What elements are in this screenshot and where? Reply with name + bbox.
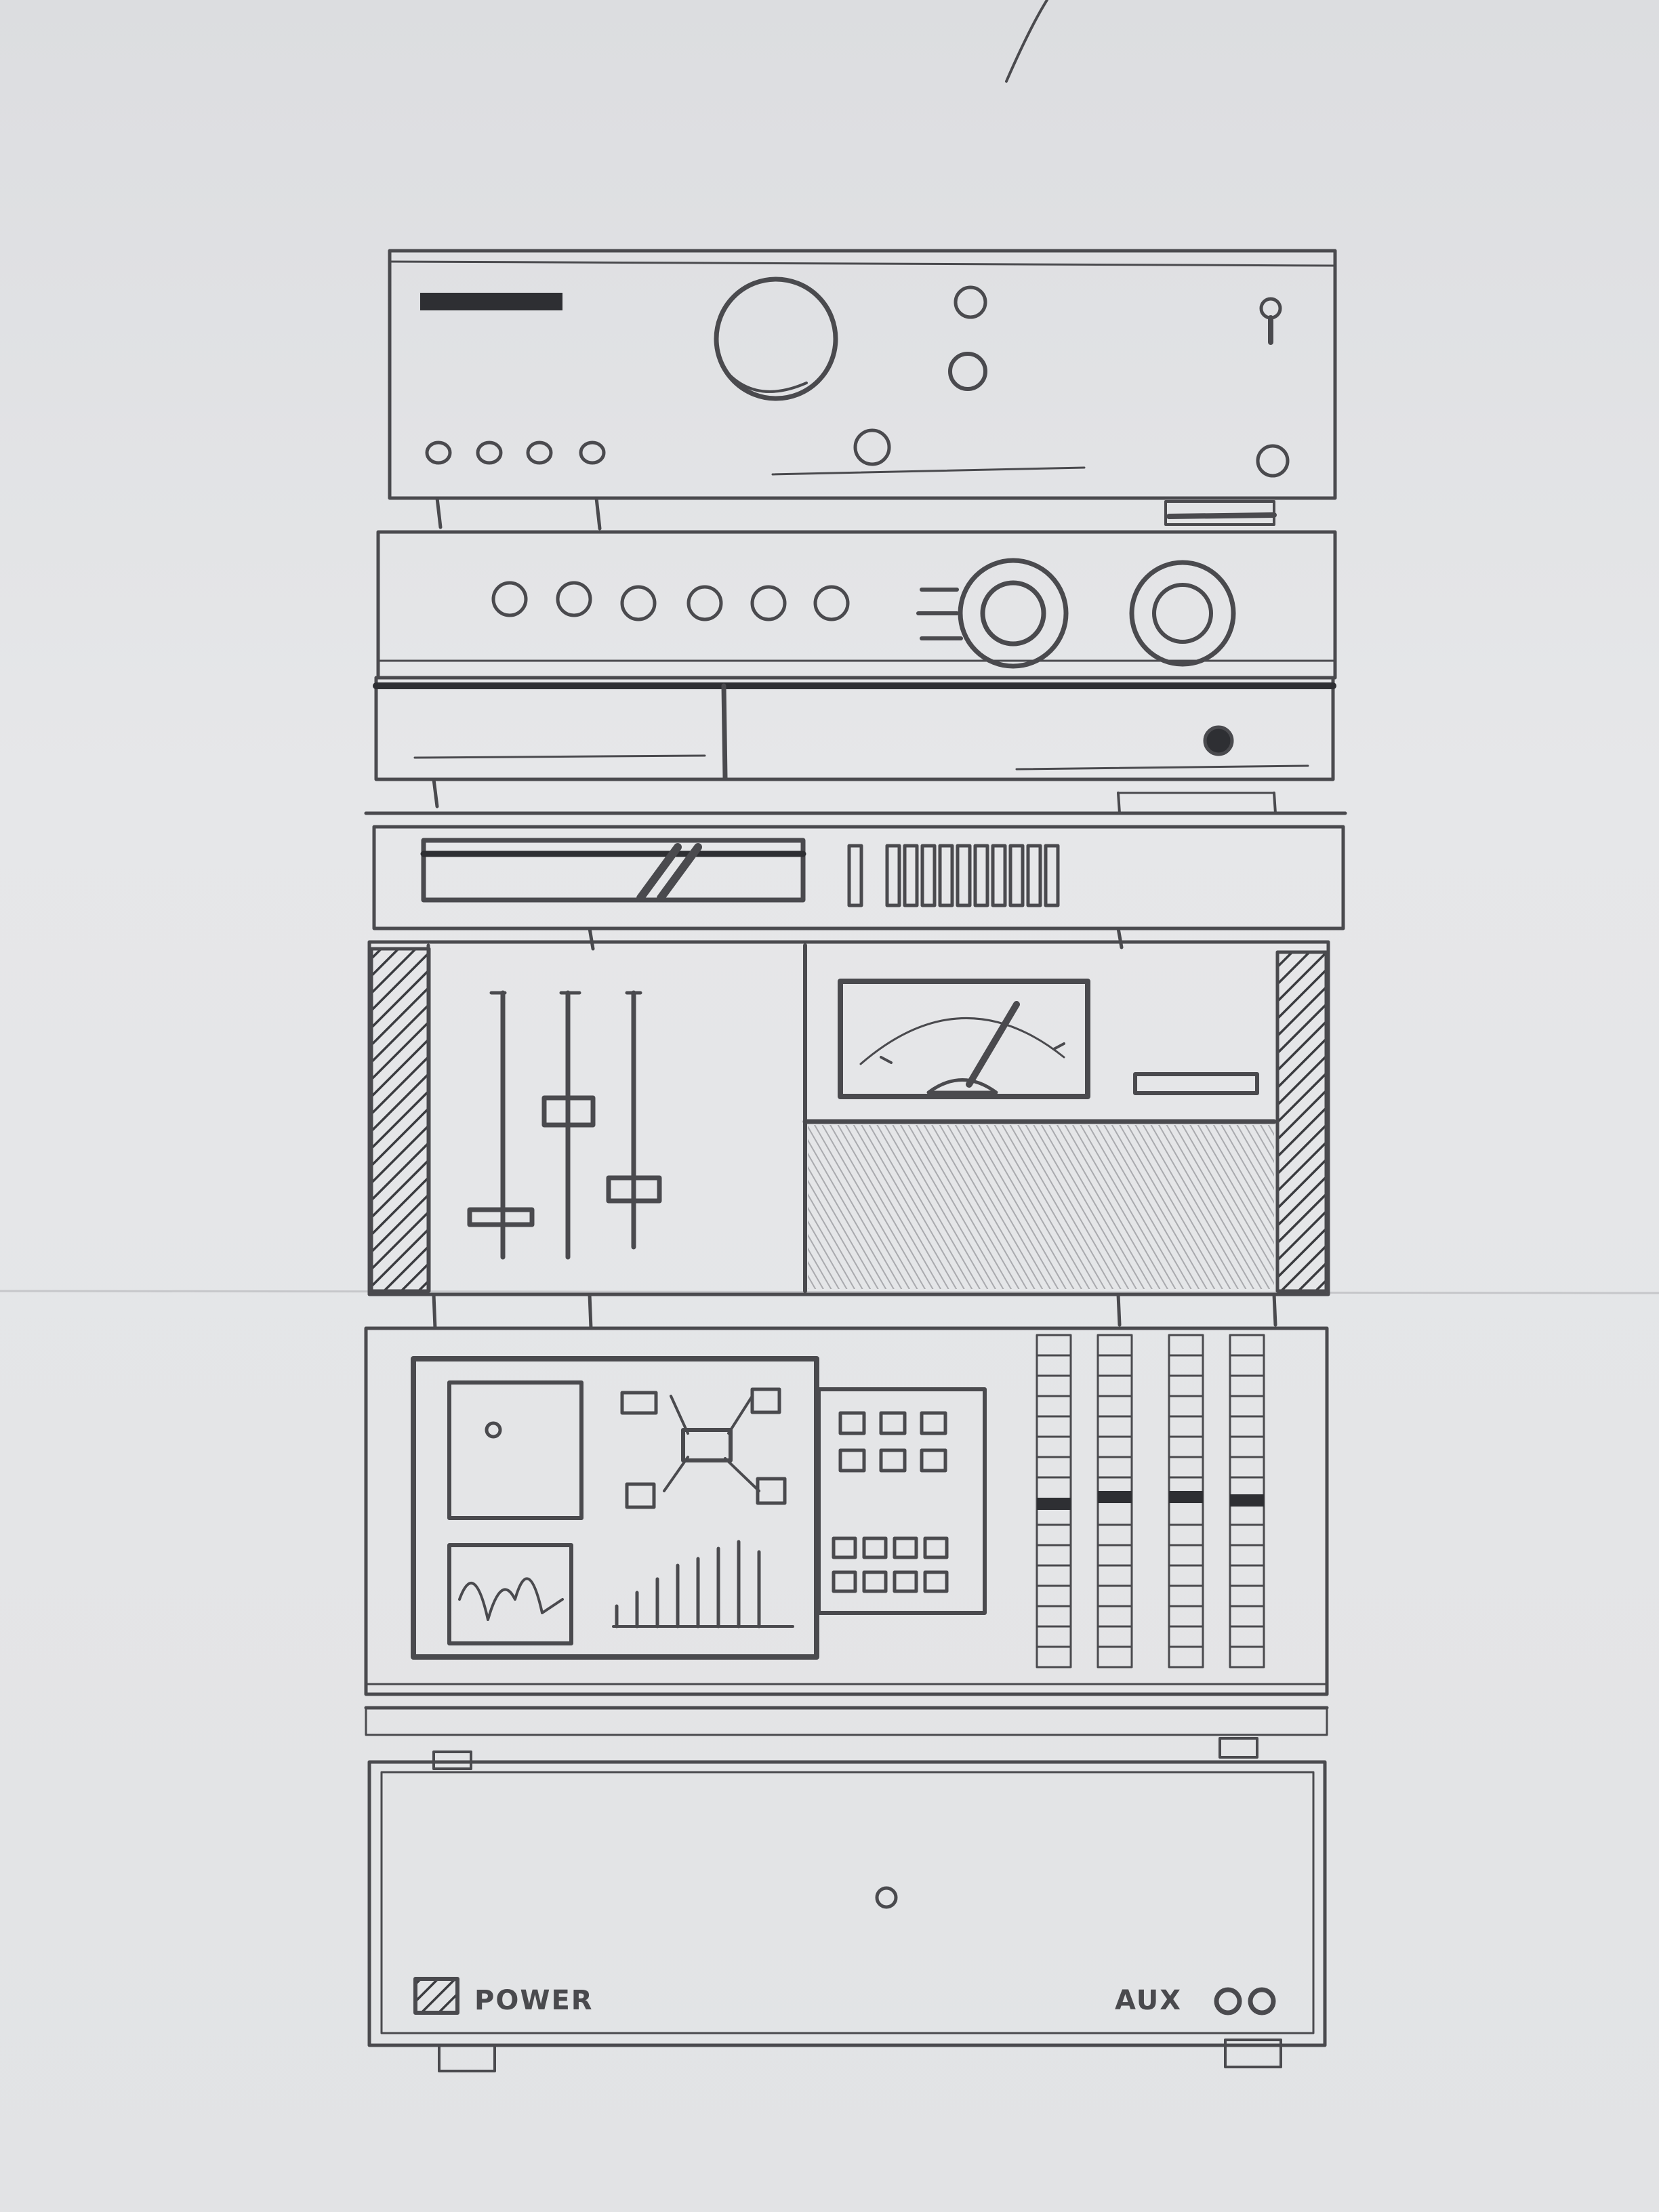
vu-needle <box>966 1001 1020 1088</box>
grid-button[interactable] <box>838 1448 866 1473</box>
fader-3[interactable] <box>606 990 662 1250</box>
cassette-window <box>421 838 806 903</box>
tuner-unit <box>376 530 1337 680</box>
aux-jack-2[interactable] <box>1248 1987 1276 2015</box>
transport-switch[interactable] <box>1026 844 1042 907</box>
fold-line <box>0 1290 1659 1294</box>
fader-1[interactable] <box>467 990 535 1260</box>
grid-button[interactable] <box>923 1570 949 1593</box>
grid-button[interactable] <box>832 1570 857 1593</box>
amplifier-unit <box>388 249 1337 531</box>
transport-switch[interactable] <box>973 844 989 907</box>
grid-button[interactable] <box>920 1411 947 1435</box>
eq-slider-3[interactable] <box>1168 1334 1204 1668</box>
transport-switches <box>847 844 1060 907</box>
preset-button[interactable] <box>620 585 657 621</box>
mixer-unit <box>367 940 1330 1330</box>
eq-slider-4[interactable] <box>1229 1334 1265 1668</box>
aux-label: AUX <box>1115 1985 1182 2016</box>
button-grid-panel <box>817 1387 987 1615</box>
selector-knob-2[interactable] <box>948 352 987 391</box>
grid-button[interactable] <box>838 1411 866 1435</box>
transport-switch[interactable] <box>885 844 901 907</box>
tape-selector-switch[interactable] <box>1133 1072 1259 1095</box>
left-side-panel <box>369 947 431 1293</box>
power-unit <box>367 1760 1327 2072</box>
button-grid <box>832 1411 949 1593</box>
transport-switch[interactable] <box>847 844 863 907</box>
tuning-knob[interactable] <box>916 558 1069 669</box>
grid-button[interactable] <box>862 1570 888 1593</box>
balance-knob[interactable] <box>853 428 891 466</box>
level-knob[interactable] <box>1129 560 1236 667</box>
preset-button[interactable] <box>750 585 787 621</box>
grid-button[interactable] <box>893 1536 918 1559</box>
transport-switch[interactable] <box>903 844 919 907</box>
grid-button[interactable] <box>920 1448 947 1473</box>
aux-jack-1[interactable] <box>1214 1987 1242 2015</box>
preset-button[interactable] <box>813 585 850 621</box>
grid-button[interactable] <box>879 1448 907 1473</box>
eq-sliders <box>1036 1334 1265 1668</box>
grid-button[interactable] <box>862 1536 888 1559</box>
grid-button[interactable] <box>923 1536 949 1559</box>
routing-diagram <box>620 1387 787 1509</box>
amp-button[interactable] <box>579 441 606 465</box>
selector-knob-1[interactable] <box>954 285 987 319</box>
brand-logo <box>420 293 562 310</box>
power-label: POWER <box>474 1985 594 2016</box>
grid-button[interactable] <box>832 1536 857 1559</box>
equalizer-unit <box>364 1326 1329 1770</box>
power-button[interactable] <box>413 1977 459 2015</box>
grid-button[interactable] <box>879 1411 907 1435</box>
stray-mark <box>1005 0 1048 83</box>
eq-slider-2[interactable] <box>1097 1334 1133 1668</box>
indicator-led <box>875 1886 898 1909</box>
preset-button[interactable] <box>491 581 528 617</box>
preset-button[interactable] <box>556 581 592 617</box>
volume-knob[interactable] <box>714 276 838 401</box>
transport-switch[interactable] <box>938 844 954 907</box>
preset-buttons <box>491 581 850 621</box>
amp-small-buttons <box>425 441 606 465</box>
eject-button[interactable] <box>1203 725 1234 756</box>
cassette-deck-unit <box>364 811 1347 951</box>
waveform-display <box>447 1543 573 1645</box>
transport-switch[interactable] <box>920 844 937 907</box>
speaker-grille <box>808 1125 1274 1289</box>
eq-slider-1[interactable] <box>1036 1334 1072 1668</box>
power-knob[interactable] <box>1256 444 1290 478</box>
spectrum-bars <box>612 1540 794 1629</box>
transport-switch[interactable] <box>1044 844 1060 907</box>
vu-meter <box>838 979 1090 1099</box>
transport-switch[interactable] <box>991 844 1007 907</box>
grid-button[interactable] <box>893 1570 918 1593</box>
position-display <box>447 1380 583 1520</box>
preset-button[interactable] <box>687 585 723 621</box>
disc-player-unit <box>373 676 1336 815</box>
amp-button[interactable] <box>425 441 452 465</box>
amp-button[interactable] <box>476 441 503 465</box>
right-side-panel <box>1275 950 1328 1293</box>
transport-switch[interactable] <box>956 844 972 907</box>
fader-2[interactable] <box>541 990 596 1260</box>
amp-button[interactable] <box>526 441 553 465</box>
headphone-jack-icon <box>1259 297 1282 345</box>
transport-switch[interactable] <box>1008 844 1025 907</box>
